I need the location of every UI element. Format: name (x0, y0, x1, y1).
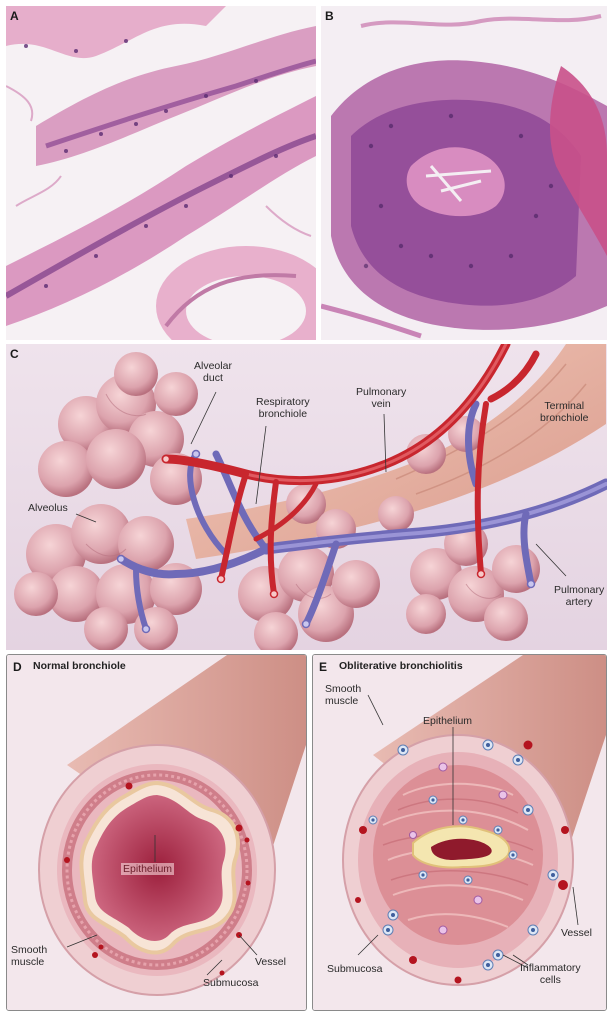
panel-d-title: Normal bronchiole (33, 660, 126, 672)
alveolus-label: Alveolus (28, 502, 68, 514)
panel-b-micrograph: B (321, 6, 607, 340)
vessel-label-d: Vessel (255, 956, 286, 968)
panel-c-illustration: C Alveolar duct Respiratory bronchiole P… (6, 344, 607, 650)
respiratory-bronchiole-line-2: bronchiole (259, 408, 307, 420)
respiratory-bronchiole-line-1: Respiratory (256, 396, 310, 408)
panel-c-label: C (10, 347, 19, 361)
panel-a-micrograph: A (6, 6, 316, 340)
alveolar-duct-line-2: duct (203, 372, 223, 384)
smooth-muscle-label-e: Smooth muscle (325, 683, 361, 707)
inflammatory-cells-line-1: Inflammatory (520, 962, 581, 974)
inflammatory-cells-line-2: cells (540, 974, 561, 986)
terminal-bronchiole-line-2: bronchiole (540, 412, 588, 424)
pulmonary-vein-label: Pulmonary vein (356, 386, 406, 410)
pulmonary-artery-line-2: artery (566, 596, 593, 608)
smooth-muscle-d-line-1: Smooth (11, 944, 47, 956)
pulmonary-vein-line-1: Pulmonary (356, 386, 406, 398)
obliterative-bronchiolitis-drawing (313, 655, 606, 1010)
micrograph-b (321, 6, 607, 340)
micrograph-a (6, 6, 316, 340)
terminal-bronchiole-line-1: Terminal (544, 400, 584, 412)
submucosa-label-e: Submucosa (327, 963, 382, 975)
panel-e-obliterative-bronchiolitis: E Obliterative bronchiolitis Smooth musc… (312, 654, 607, 1011)
terminal-bronchiole-label: Terminal bronchiole (540, 400, 588, 424)
panel-b-label: B (325, 9, 334, 23)
pulmonary-artery-line-1: Pulmonary (554, 584, 604, 596)
submucosa-label-d: Submucosa (203, 977, 258, 989)
smooth-muscle-d-line-2: muscle (11, 956, 44, 968)
epithelium-label-e: Epithelium (423, 715, 472, 727)
panel-d-label: D (13, 660, 22, 674)
panel-e-title: Obliterative bronchiolitis (339, 660, 463, 672)
respiratory-bronchiole-label: Respiratory bronchiole (256, 396, 310, 420)
panel-e-label: E (319, 660, 327, 674)
epithelium-label-d: Epithelium (121, 863, 174, 875)
pulmonary-vein-line-2: vein (371, 398, 390, 410)
inflammatory-cells-label: Inflammatory cells (520, 962, 581, 986)
vessel-label-e: Vessel (561, 927, 592, 939)
panel-a-label: A (10, 9, 19, 23)
smooth-muscle-e-line-2: muscle (325, 695, 358, 707)
smooth-muscle-e-line-1: Smooth (325, 683, 361, 695)
pulmonary-artery-label: Pulmonary artery (554, 584, 604, 608)
alveolar-duct-label: Alveolar duct (194, 360, 232, 384)
panel-d-normal-bronchiole: D Normal bronchiole Epithelium Vessel Sm… (6, 654, 307, 1011)
smooth-muscle-label-d: Smooth muscle (11, 944, 47, 968)
alveolar-duct-line-1: Alveolar (194, 360, 232, 372)
alveolar-anatomy-drawing (6, 344, 607, 650)
